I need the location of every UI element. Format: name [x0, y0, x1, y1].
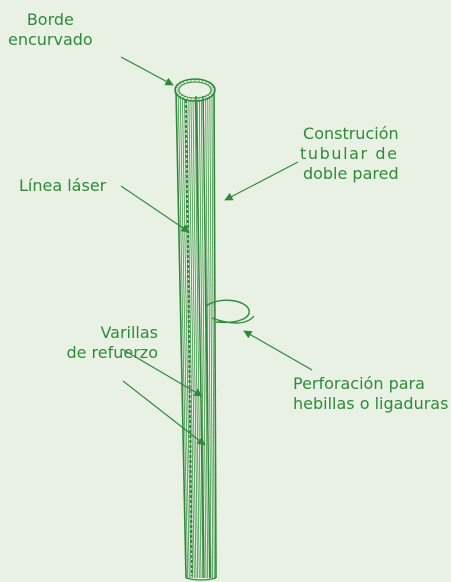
tube-hatch-line [209, 90, 214, 578]
label-varillas-line1: Varillas [100, 323, 158, 342]
perforation-hole [205, 299, 255, 324]
rim-hatch-line [182, 96, 186, 99]
tube-hatch-line [184, 90, 194, 578]
rim-hatch-line [190, 79, 192, 83]
tube-hatch-line [211, 90, 215, 578]
label-borde-line1: Borde [26, 10, 74, 29]
rim-hatch-line [182, 81, 186, 84]
arrow-varillas-2 [122, 380, 206, 446]
rim-hatch-line [175, 91, 180, 93]
label-borde-line2: encurvado [8, 30, 93, 49]
tube-hatch-line [179, 90, 190, 578]
rim-hatch-line [210, 87, 215, 89]
rim-hatch-line [186, 97, 189, 101]
tube-hatch-line [192, 90, 200, 578]
label-construccion: Construción tubular de doble pared [300, 124, 399, 184]
label-linea-line1: Línea láser [19, 176, 107, 195]
label-varillas: Varillas de refuerzo [24, 323, 158, 363]
arrow-construccion [224, 161, 299, 201]
rim-hatch-line [209, 93, 214, 96]
label-perforacion-line2: hebillas o ligaduras [293, 394, 449, 413]
label-perforacion: Perforación para hebillas o ligaduras [293, 374, 448, 414]
laser-line [185, 99, 193, 577]
label-construccion-line3: doble pared [302, 164, 399, 183]
rim-hatch-line [198, 97, 200, 101]
rim-hatch-line [210, 91, 215, 93]
callout-arrows [120, 56, 313, 446]
rim-hatch-line [209, 84, 214, 87]
label-linea-laser: Línea láser [19, 176, 106, 196]
rim-hatch-line [176, 93, 181, 96]
tube-hatch-line [188, 90, 197, 578]
tube-hatch-line [200, 90, 207, 578]
rim-hatch-line [207, 94, 211, 98]
label-perforacion-line1: Perforación para [293, 374, 425, 393]
tube-hatch-line [198, 90, 205, 578]
rim-hatch-line [186, 79, 189, 83]
label-varillas-line2: de refuerzo [66, 343, 158, 362]
tube-hatch-line [177, 90, 189, 578]
arrow-borde [120, 56, 174, 86]
tube-hatch-line [181, 90, 192, 578]
rim-hatch-line [179, 82, 183, 86]
rim-hatch-line [176, 84, 181, 87]
tube-hatch-line [207, 90, 212, 578]
rim-hatch-line [207, 82, 211, 86]
curved-rim [174, 78, 216, 102]
tube-hatch-line [194, 90, 202, 578]
arrow-linea [120, 185, 190, 233]
rim-hatch-line [175, 87, 180, 89]
rim-hatch-line [201, 79, 204, 83]
rim-hatch-line [198, 79, 200, 83]
label-construccion-line2: tubular de [300, 144, 399, 163]
rim-hatch-line [204, 96, 208, 99]
rim-hatch-line [190, 97, 192, 101]
tube-body [175, 89, 217, 581]
label-borde-encurvado: Borde encurvado [8, 10, 93, 50]
tube-hatch-line [190, 90, 199, 578]
rim-hatch-line [179, 94, 183, 98]
label-construccion-line1: Construción [303, 124, 399, 143]
reinforcing-rods [195, 95, 211, 579]
arrow-varillas-1 [121, 348, 203, 397]
arrow-perforacion [243, 330, 313, 371]
rim-hatch-line [204, 81, 208, 84]
